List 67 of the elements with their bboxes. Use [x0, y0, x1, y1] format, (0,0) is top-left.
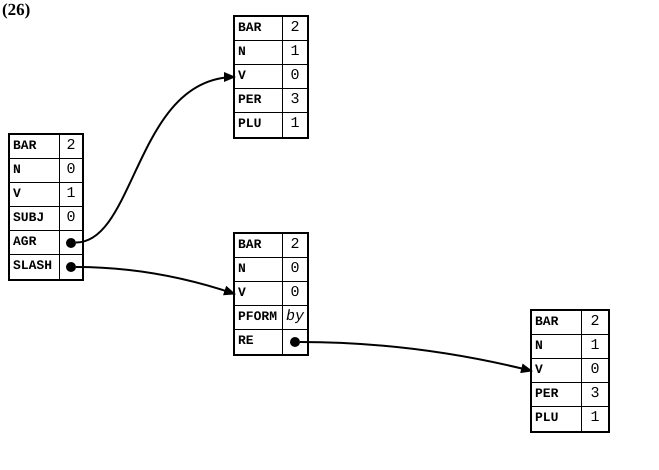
- feature-name: PFORM: [235, 306, 283, 329]
- matrix-row: [10, 231, 82, 255]
- feature-value: 2: [589, 312, 600, 332]
- matrix-row: [532, 335, 608, 359]
- pointer-dot: [66, 262, 76, 272]
- feature-value: 0: [65, 208, 76, 228]
- matrix-row: [235, 89, 307, 113]
- feature-name: BAR: [10, 135, 60, 158]
- feature-value: 1: [589, 336, 600, 356]
- example-number: (26): [2, 0, 30, 20]
- matrix-row: [235, 41, 307, 65]
- feature-name: N: [532, 335, 582, 358]
- feature-value: 1: [589, 408, 600, 428]
- feature-value: 2: [289, 235, 300, 255]
- feature-value: by: [284, 307, 306, 327]
- matrix-row: [235, 282, 307, 306]
- feature-name: V: [10, 183, 60, 206]
- feature-name: N: [10, 159, 60, 182]
- feature-value: 3: [289, 90, 300, 110]
- matrix-row: [532, 383, 608, 407]
- feature-value: 3: [589, 384, 600, 404]
- matrix-row: [235, 65, 307, 89]
- feature-name: BAR: [235, 234, 283, 257]
- feature-value: 1: [289, 114, 300, 134]
- feature-name: SLASH: [10, 255, 60, 279]
- pointer-arrow: [76, 266, 236, 296]
- pointer-dot: [66, 238, 76, 248]
- feature-value: 2: [289, 18, 300, 38]
- feature-name: AGR: [10, 231, 60, 254]
- feature-name: PLU: [235, 113, 283, 137]
- matrix-row: [10, 135, 82, 159]
- matrix-row: [10, 183, 82, 207]
- feature-value: 1: [65, 184, 76, 204]
- feature-name: PLU: [532, 407, 582, 431]
- feature-value: 0: [65, 160, 76, 180]
- matrix-row: [235, 234, 307, 258]
- pointer-arrow: [76, 74, 236, 244]
- feature-value: 0: [289, 259, 300, 279]
- matrix-row: [235, 306, 307, 330]
- feature-value: 0: [289, 66, 300, 86]
- feature-value: 0: [589, 360, 600, 380]
- feature-value: 2: [65, 136, 76, 156]
- matrix-row: [532, 359, 608, 383]
- matrix-row: [10, 207, 82, 231]
- feature-name: N: [235, 41, 283, 64]
- matrix-row: [235, 17, 307, 41]
- feature-name: RE: [235, 330, 283, 354]
- attribute-value-matrix: [233, 15, 309, 139]
- attribute-value-matrix: [530, 309, 610, 433]
- feature-value: 1: [289, 42, 300, 62]
- matrix-row: [532, 311, 608, 335]
- feature-name: V: [235, 65, 283, 88]
- feature-name: PER: [235, 89, 283, 112]
- feature-name: N: [235, 258, 283, 281]
- feature-name: V: [532, 359, 582, 382]
- pointer-dot: [290, 337, 300, 347]
- feature-value: 0: [289, 283, 300, 303]
- feature-name: BAR: [235, 17, 283, 40]
- feature-name: SUBJ: [10, 207, 60, 230]
- matrix-row: [235, 258, 307, 282]
- feature-name: PER: [532, 383, 582, 406]
- pointer-arrow: [300, 341, 533, 374]
- feature-name: BAR: [532, 311, 582, 334]
- attribute-value-matrix: [233, 232, 309, 356]
- attribute-value-matrix: [8, 133, 84, 281]
- feature-name: V: [235, 282, 283, 305]
- matrix-row: [10, 159, 82, 183]
